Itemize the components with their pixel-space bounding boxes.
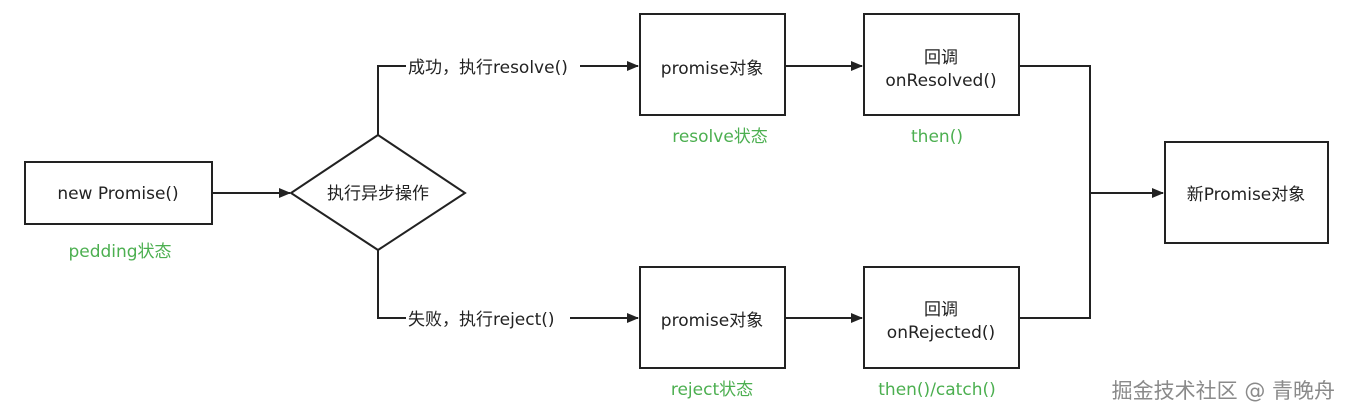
edge-failure-label: 失败，执行reject()	[408, 310, 555, 330]
edge-success-label: 成功，执行resolve()	[408, 58, 568, 78]
state-then-catch: then()/catch()	[878, 380, 995, 400]
node-new-promise	[24, 161, 213, 225]
node-callback-resolved	[863, 13, 1020, 116]
state-pending: pedding状态	[68, 242, 171, 262]
state-reject: reject状态	[671, 380, 753, 400]
edge-rejected-to-merge	[1019, 193, 1091, 319]
node-promise-reject	[639, 266, 786, 369]
node-async-op	[289, 133, 467, 252]
node-promise-resolve	[639, 13, 786, 116]
node-callback-resolved-line2: onResolved()	[885, 71, 996, 91]
node-async-op-label: 执行异步操作	[327, 184, 429, 204]
node-promise-reject-label: promise对象	[661, 311, 763, 331]
node-promise-resolve-label: promise对象	[661, 59, 763, 79]
edge-failure-label-bg	[406, 306, 570, 330]
node-new-promise-result	[1164, 141, 1329, 244]
edge-resolved-to-merge	[1019, 65, 1091, 193]
watermark: 掘金技术社区 @ 青晚舟	[1112, 379, 1335, 403]
node-callback-rejected	[863, 266, 1020, 369]
state-resolve: resolve状态	[672, 127, 768, 147]
edge-success-label-bg	[406, 54, 580, 78]
node-new-promise-label: new Promise()	[57, 184, 178, 204]
node-callback-rejected-line1: 回调	[924, 300, 958, 320]
node-new-promise-result-label: 新Promise对象	[1187, 185, 1306, 205]
state-then: then()	[911, 127, 963, 147]
node-callback-resolved-line1: 回调	[924, 48, 958, 68]
node-callback-rejected-line2: onRejected()	[887, 323, 995, 343]
